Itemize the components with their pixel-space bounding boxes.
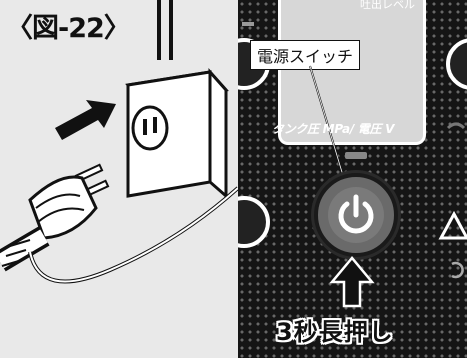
status-indicator — [345, 152, 367, 159]
plug-illustration-panel: 〈図-22〉 — [0, 0, 238, 358]
long-press-instruction: 3秒長押し — [276, 318, 394, 346]
device-panel: 吐出レベル 電源スイッチ タンク圧 MPa/ 電圧 V — [238, 0, 467, 358]
arrow-right-icon — [55, 100, 116, 140]
outlet-icon — [125, 68, 229, 200]
figure-label: 〈図-22〉 — [6, 13, 131, 44]
panel-tick — [242, 22, 254, 26]
power-icon — [338, 194, 374, 234]
display-screen: 吐出レベル — [278, 0, 426, 145]
arrow-up-icon — [329, 122, 467, 308]
screen-top-label: 吐出レベル — [360, 0, 415, 11]
power-switch-callout: 電源スイッチ — [250, 40, 361, 70]
power-button-face[interactable] — [328, 187, 384, 243]
warning-icon — [438, 210, 467, 240]
plug-icon — [0, 163, 238, 284]
tank-pressure-label: タンク圧 MPa/ 電圧 V — [272, 122, 395, 136]
power-button[interactable] — [314, 173, 398, 257]
plug-illustration — [0, 0, 238, 284]
